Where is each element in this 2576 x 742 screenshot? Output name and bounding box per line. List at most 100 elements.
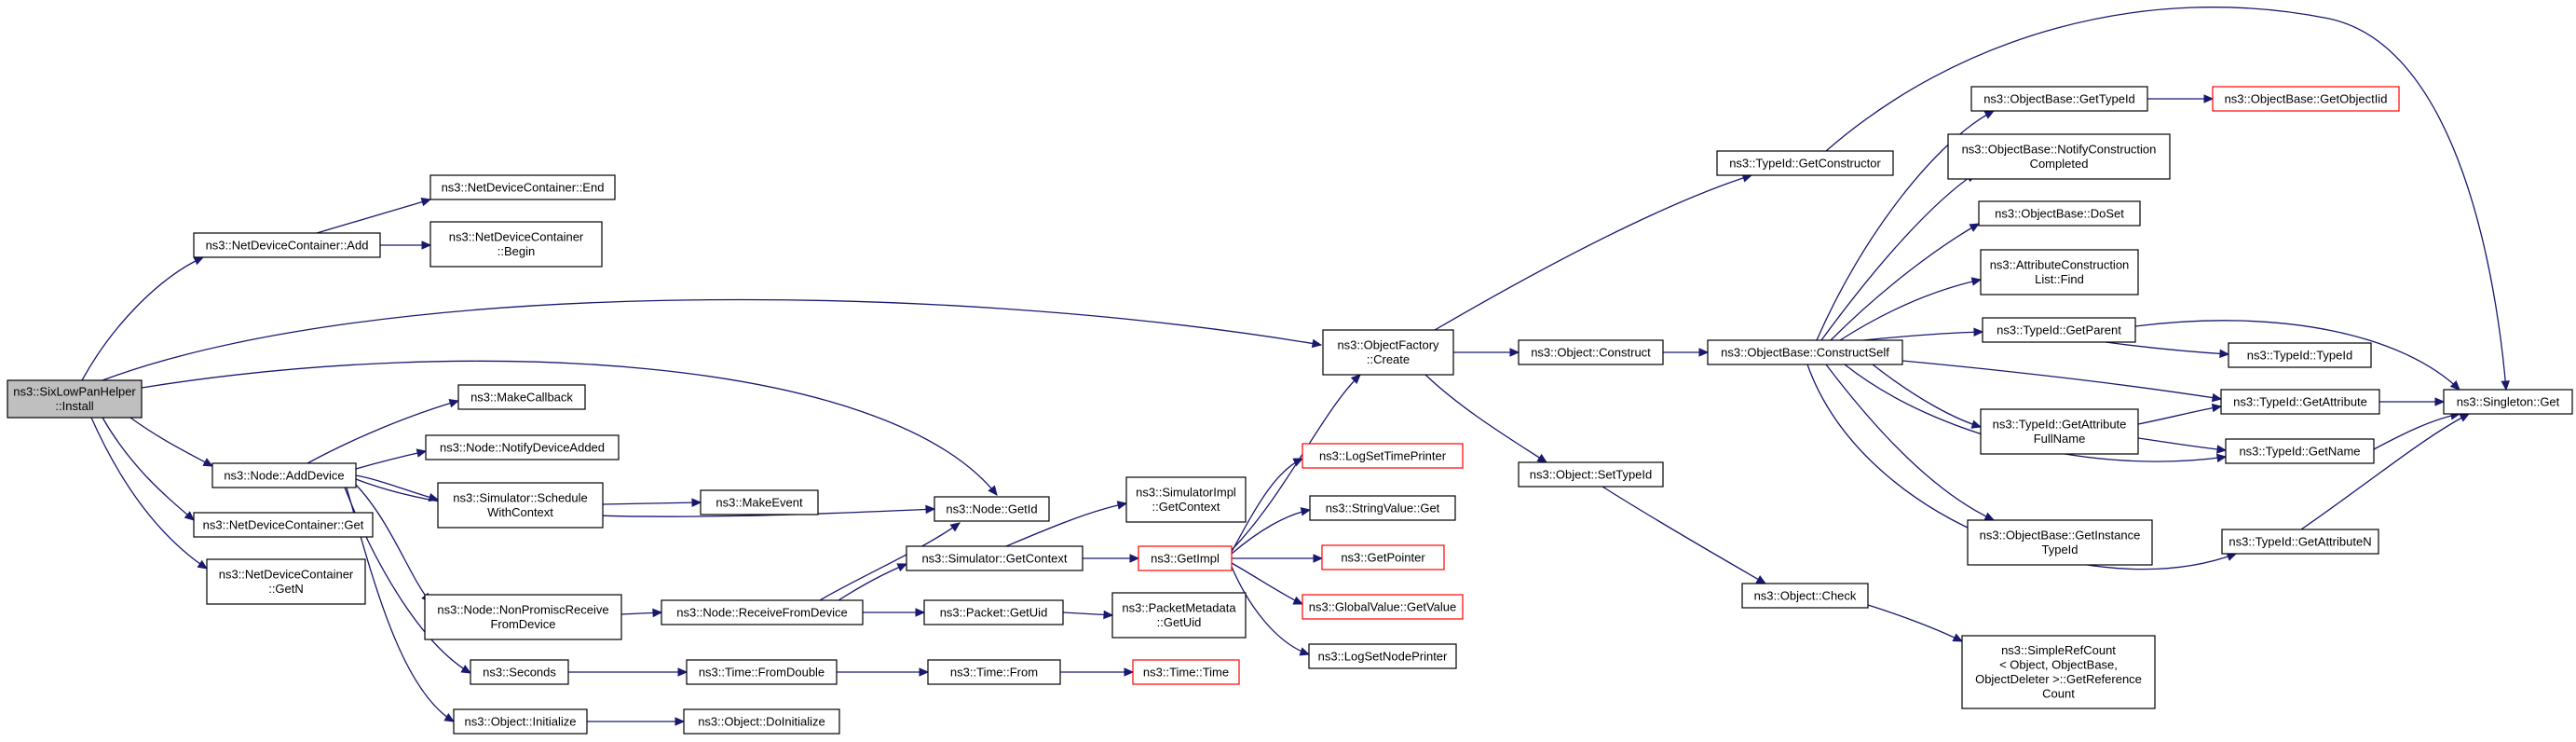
node-sim-getcontext[interactable]: ns3::Simulator::GetContext	[906, 545, 1084, 571]
node-seconds[interactable]: ns3::Seconds	[470, 659, 569, 685]
node-notifyconstruction[interactable]: ns3::ObjectBase::NotifyConstructionCompl…	[1947, 133, 2171, 180]
node-object-settypeid[interactable]: ns3::Object::SetTypeId	[1518, 461, 1664, 488]
node-label: ns3::MakeEvent	[716, 495, 803, 509]
node-label: ns3::NetDeviceContainer	[449, 230, 584, 244]
node-box	[1309, 495, 1456, 521]
node-makecallback[interactable]: ns3::MakeCallback	[457, 384, 586, 410]
node-label: WithContext	[487, 505, 553, 519]
node-box	[934, 496, 1050, 522]
node-box	[1302, 443, 1464, 469]
node-label: List::Find	[2035, 272, 2084, 286]
node-box	[1980, 408, 2139, 455]
node-label: ::GetN	[268, 582, 304, 596]
node-label: ns3::SimulatorImpl	[1136, 486, 1236, 500]
node-makeevent[interactable]: ns3::MakeEvent	[700, 489, 819, 515]
node-globalvalue-getvalue[interactable]: ns3::GlobalValue::GetValue	[1302, 594, 1464, 620]
node-box	[429, 174, 616, 200]
node-objectfactory-create[interactable]: ns3::ObjectFactory::Create	[1322, 329, 1454, 376]
node-box	[2228, 342, 2372, 368]
node-typeid-getname[interactable]: ns3::TypeId::GetName	[2225, 438, 2375, 464]
arrowhead-icon	[420, 198, 432, 207]
node-node-adddevice[interactable]: ns3::Node::AddDevice	[211, 462, 357, 488]
call-edge-to-typeid-getconstructor	[1434, 174, 1752, 331]
node-getimpl[interactable]: ns3::GetImpl	[1138, 545, 1233, 571]
node-time-from[interactable]: ns3::Time::From	[927, 659, 1061, 685]
call-edge-to-typeid-getattrfullname	[1872, 364, 1982, 428]
node-box	[2443, 389, 2573, 415]
node-logsettimeprinter[interactable]: ns3::LogSetTimePrinter	[1302, 443, 1464, 469]
node-label: ns3::ObjectBase::DoSet	[1995, 206, 2124, 220]
node-pktmeta-getuid[interactable]: ns3::PacketMetadata::GetUid	[1111, 592, 1247, 639]
arrowhead-icon	[2211, 392, 2223, 403]
node-box	[2221, 529, 2379, 555]
node-ndc-add[interactable]: ns3::NetDeviceContainer::Add	[193, 232, 381, 258]
node-receivefromdevice[interactable]: ns3::Node::ReceiveFromDevice	[661, 599, 864, 625]
node-box	[923, 599, 1064, 625]
node-simplerefcount[interactable]: ns3::SimpleRefCount< Object, ObjectBase,…	[1961, 635, 2156, 709]
node-node-getid[interactable]: ns3::Node::GetId	[934, 496, 1050, 522]
node-typeid-getattributen[interactable]: ns3::TypeId::GetAttributeN	[2221, 529, 2379, 555]
node-label: ns3::TypeId::GetName	[2239, 444, 2360, 458]
node-typeid-typeid[interactable]: ns3::TypeId::TypeId	[2228, 342, 2372, 368]
node-label: ns3::Object::Check	[1754, 588, 1857, 602]
node-ndc-end[interactable]: ns3::NetDeviceContainer::End	[429, 174, 616, 200]
node-time-time[interactable]: ns3::Time::Time	[1132, 659, 1240, 685]
node-label: ns3::TypeId::GetAttribute	[2233, 394, 2367, 408]
node-box	[1308, 643, 1457, 669]
node-packet-getuid[interactable]: ns3::Packet::GetUid	[923, 599, 1064, 625]
node-install[interactable]: ns3::SixLowPanHelper::Install	[7, 379, 143, 419]
arrowhead-icon	[1970, 419, 1983, 429]
node-object-doinitialize[interactable]: ns3::Object::DoInitialize	[683, 708, 840, 735]
node-ndc-get[interactable]: ns3::NetDeviceContainer::Get	[193, 512, 374, 538]
node-object-construct[interactable]: ns3::Object::Construct	[1518, 339, 1664, 365]
node-object-initialize[interactable]: ns3::Object::Initialize	[453, 708, 588, 735]
node-label: FullName	[2034, 432, 2086, 446]
call-edge-to-node-getid	[141, 360, 998, 496]
node-ndc-begin[interactable]: ns3::NetDeviceContainer::Begin	[429, 221, 603, 268]
node-singleton-get[interactable]: ns3::Singleton::Get	[2443, 389, 2573, 415]
arrowhead-icon	[2215, 453, 2228, 463]
call-edge-to-ndc-getn	[90, 417, 208, 570]
node-label: ns3::ObjectBase::GetInstance	[1980, 529, 2141, 543]
node-box	[7, 379, 143, 419]
node-label: FromDevice	[490, 617, 555, 631]
node-box	[1967, 519, 2153, 566]
node-label: ns3::Simulator::Schedule	[453, 491, 588, 505]
call-edge-to-ndc-get	[102, 417, 195, 521]
node-label: ns3::ObjectBase::NotifyConstruction	[1962, 143, 2157, 157]
node-label: Completed	[2030, 157, 2089, 171]
node-box	[470, 659, 569, 685]
node-typeid-getattribute[interactable]: ns3::TypeId::GetAttribute	[2220, 389, 2380, 415]
node-objectbase-gettypeid[interactable]: ns3::ObjectBase::GetTypeId	[1970, 86, 2148, 112]
node-ndc-getn[interactable]: ns3::NetDeviceContainer::GetN	[206, 558, 366, 605]
node-simimpl-getcontext[interactable]: ns3::SimulatorImpl::GetContext	[1125, 476, 1247, 523]
node-label: ns3::Object::Construct	[1531, 345, 1651, 359]
node-constructself[interactable]: ns3::ObjectBase::ConstructSelf	[1707, 339, 1903, 365]
node-box	[206, 558, 366, 605]
node-typeid-getparent[interactable]: ns3::TypeId::GetParent	[1982, 317, 2136, 343]
call-edge-to-singleton-get	[2134, 320, 2460, 391]
node-typeid-getconstructor[interactable]: ns3::TypeId::GetConstructor	[1716, 150, 1894, 176]
arrowhead-icon	[925, 504, 936, 515]
node-logsetnodeprinter[interactable]: ns3::LogSetNodePrinter	[1308, 643, 1457, 669]
call-edge-to-logsetnodeprinter	[1231, 566, 1310, 655]
node-label: ::Begin	[497, 244, 535, 258]
arrowhead-icon	[1311, 338, 1323, 349]
node-box	[2220, 389, 2380, 415]
node-notifydeviceadded[interactable]: ns3::Node::NotifyDeviceAdded	[425, 434, 620, 460]
node-getpointer[interactable]: ns3::GetPointer	[1321, 544, 1445, 570]
node-box	[1707, 339, 1903, 365]
call-edge-to-logsettimeprinter	[1231, 458, 1303, 553]
node-getobjectiid[interactable]: ns3::ObjectBase::GetObjectIid	[2212, 86, 2400, 112]
node-stringvalue-get[interactable]: ns3::StringValue::Get	[1309, 495, 1456, 521]
call-edge-to-getinstancetypeid	[1825, 364, 1995, 521]
arrowhead-icon	[1509, 348, 1520, 357]
node-object-check[interactable]: ns3::Object::Check	[1741, 583, 1869, 609]
node-time-fromdouble[interactable]: ns3::Time::FromDouble	[686, 659, 838, 685]
node-doset[interactable]: ns3::ObjectBase::DoSet	[1978, 200, 2141, 227]
